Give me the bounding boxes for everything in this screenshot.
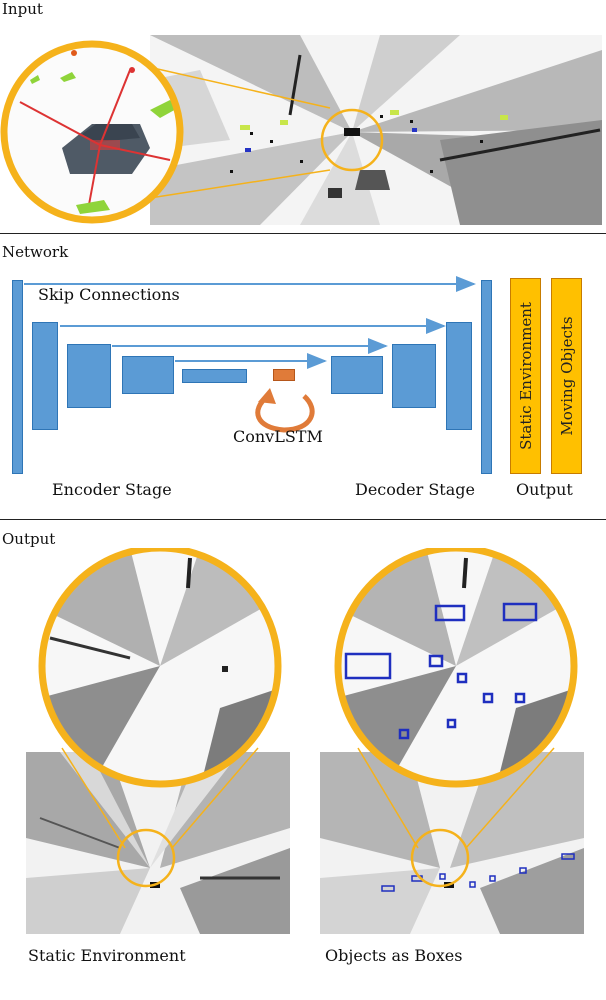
- skip-connection-arrows: [24, 276, 476, 433]
- decoder-block-2: [392, 344, 436, 408]
- right-zoom-content: [338, 548, 574, 784]
- input-zoom-circle: [0, 40, 184, 224]
- left-zoom-circle: [38, 548, 282, 788]
- output-static-environment-bar: Static Environment: [510, 278, 541, 474]
- moving-objects-text: Moving Objects: [557, 316, 576, 436]
- output-stage-label: Output: [516, 480, 573, 499]
- zoom-target-circle: [320, 108, 384, 172]
- encoder-block-5: [182, 369, 247, 383]
- right-zoom-circle: [334, 548, 578, 788]
- static-environment-caption: Static Environment: [28, 946, 186, 965]
- decoder-block-4: [481, 280, 492, 474]
- zoom-connector-bottom: [149, 169, 331, 199]
- lidar-scan: [150, 35, 602, 225]
- encoder-block-3: [67, 344, 111, 408]
- static-environment-text: Static Environment: [516, 302, 535, 450]
- convlstm-loop-arrow: [255, 394, 315, 433]
- output-section-label: Output: [2, 530, 56, 548]
- skip-connections-label: Skip Connections: [38, 285, 180, 304]
- decoder-stage-label: Decoder Stage: [355, 480, 475, 499]
- output-scenes: [26, 548, 584, 934]
- encoder-block-1: [12, 280, 23, 474]
- objects-as-boxes-caption: Objects as Boxes: [325, 946, 463, 965]
- convlstm-label: ConvLSTM: [233, 427, 323, 446]
- zoom-connector-top: [139, 64, 331, 109]
- divider-input-network: [0, 233, 606, 234]
- encoder-block-4: [122, 356, 174, 394]
- decoder-block-1: [331, 356, 383, 394]
- encoder-block-2: [32, 322, 58, 430]
- divider-network-output: [0, 519, 606, 520]
- encoder-stage-label: Encoder Stage: [52, 480, 172, 499]
- input-lidar-scene: [0, 35, 602, 225]
- decoder-block-3: [446, 322, 472, 430]
- output-moving-objects-bar: Moving Objects: [551, 278, 582, 474]
- network-section-label: Network: [2, 243, 69, 261]
- left-zoom-target-circle: [116, 828, 176, 888]
- bounding-boxes: [344, 602, 538, 740]
- input-section-label: Input: [2, 0, 43, 18]
- right-zoom-target-circle: [410, 828, 470, 888]
- pose-axes: [19, 69, 171, 211]
- convlstm-block: [273, 369, 295, 381]
